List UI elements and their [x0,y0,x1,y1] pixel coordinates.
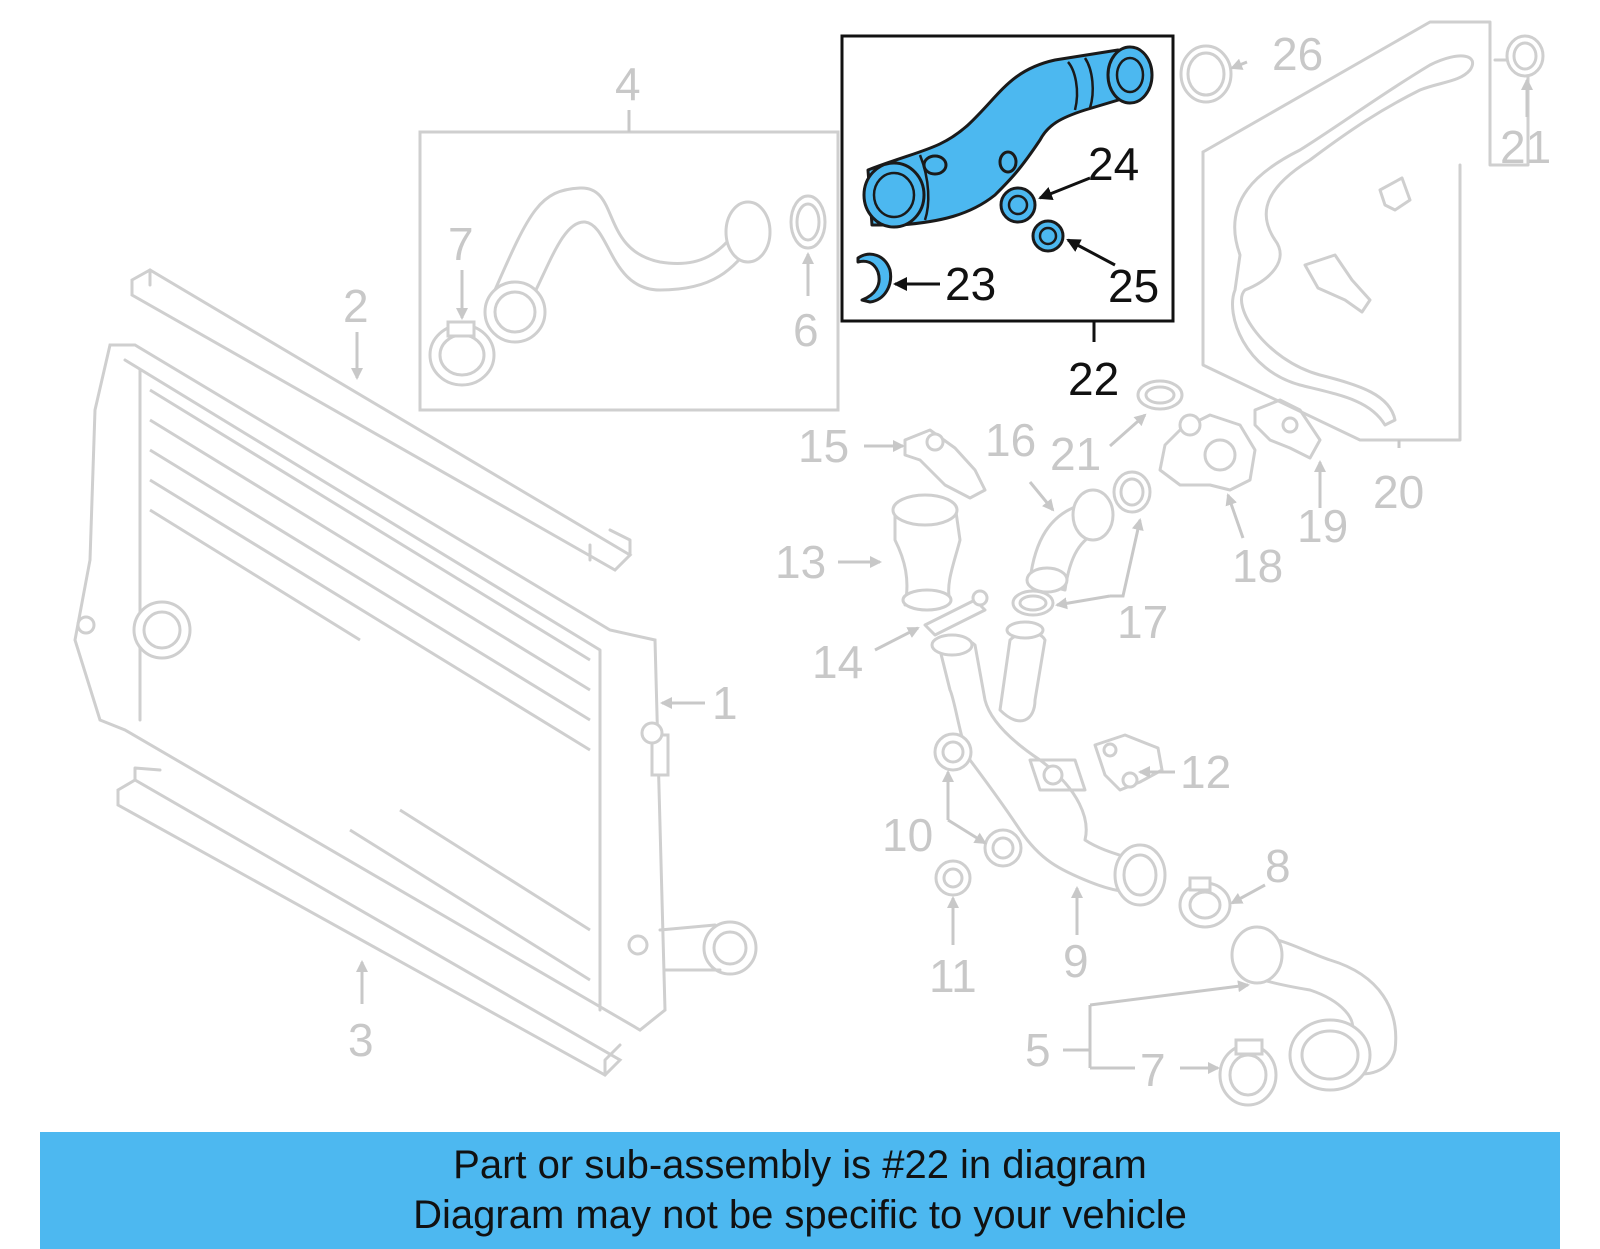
callout-10: 10 [882,809,933,861]
callout-20: 20 [1373,466,1424,518]
leader-lines [351,58,1533,1074]
clamp-part-8 [1178,876,1232,929]
banner-disclaimer-text: Diagram may not be specific to your vehi… [413,1193,1187,1237]
grommet-part-11 [934,859,972,897]
clamp-part-21-mid [1136,379,1184,411]
callout-13: 13 [775,536,826,588]
clamp-part-14 [923,589,989,637]
callout-19: 19 [1297,500,1348,552]
callout-8: 8 [1265,840,1291,892]
sensor-part-12 [1093,733,1164,792]
callout-23: 23 [945,258,996,310]
grommet-part-10-upper [933,732,973,772]
callout-1: 1 [712,677,738,729]
intercooler-part-1 [73,343,758,1032]
callout-24: 24 [1088,138,1139,190]
callout-21-top: 21 [1500,121,1551,173]
hose-kit-box-part-4 [418,110,840,412]
hose-part-16 [1025,488,1115,594]
callout-11: 11 [929,950,977,1002]
clamp-part-17-upper [1112,470,1152,514]
callout-26: 26 [1272,28,1323,80]
banner-part-number-text: Part or sub-assembly is #22 in diagram [453,1143,1147,1187]
coolant-flange-part-18 [1158,413,1257,492]
sensor-part-15 [903,428,987,500]
bracket-part-19 [1253,398,1322,460]
callout-18: 18 [1232,540,1283,592]
clamp-part-21-top [1505,34,1545,78]
clamp-part-7-bottom [1218,1038,1278,1107]
hose-part-5 [1230,925,1398,1092]
callout-2: 2 [343,280,369,332]
info-banner: Part or sub-assembly is #22 in diagram D… [40,1132,1560,1249]
charge-air-pipe-highlighted [862,45,1154,229]
grommet-24-highlighted [999,186,1037,224]
callout-22: 22 [1068,353,1119,405]
callout-9: 9 [1063,935,1089,987]
callout-16: 16 [985,414,1036,466]
coolant-hose-assembly-part-20 [1201,20,1530,442]
top-rail-part-2 [130,268,633,572]
pipe-part-9 [930,620,1167,907]
bottom-rail-part-3 [116,766,623,1077]
callout-12: 12 [1180,746,1231,798]
callout-21-mid: 21 [1050,428,1101,480]
callout-7-lower: 7 [1140,1044,1166,1096]
callout-25: 25 [1108,260,1159,312]
callout-3: 3 [348,1014,374,1066]
grommet-part-10-lower [983,828,1023,868]
hose-part-13 [891,493,962,612]
clip-23-highlighted [856,252,893,304]
callout-4: 4 [615,58,641,110]
grommet-25-highlighted [1031,219,1065,253]
callout-14: 14 [812,636,863,688]
callout-15: 15 [798,420,849,472]
assembly-box-part-22 [840,34,1175,342]
clamp-part-17-lower [1011,589,1055,617]
callout-6: 6 [793,304,819,356]
callout-7-upper: 7 [448,218,474,270]
o-ring-part-26 [1179,44,1233,104]
callout-5: 5 [1025,1024,1051,1076]
callout-17: 17 [1117,596,1168,648]
